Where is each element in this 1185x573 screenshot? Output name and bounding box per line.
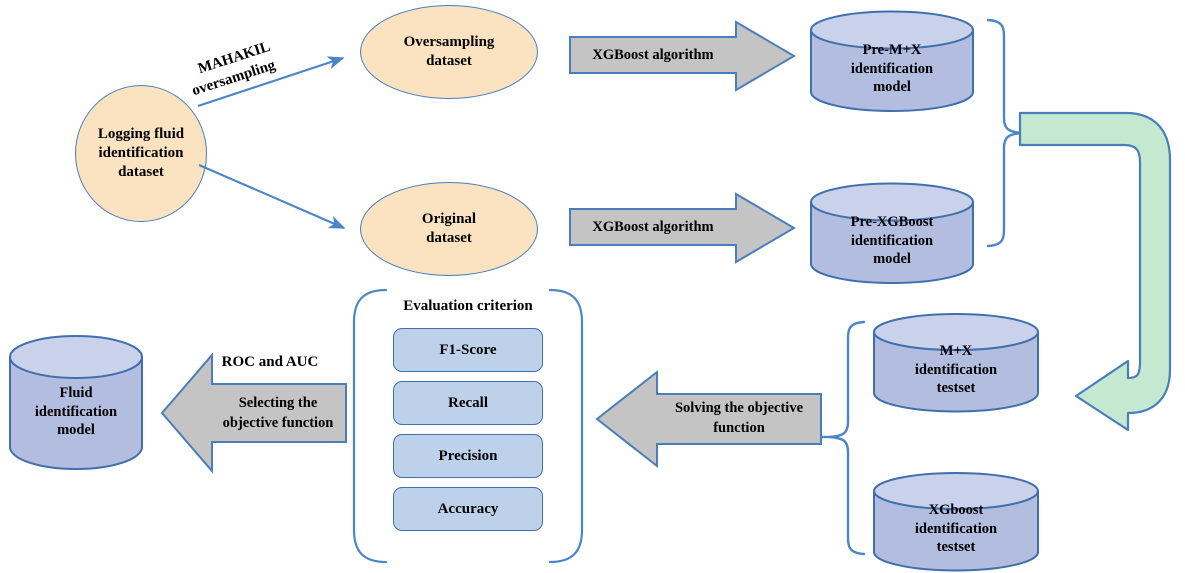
arrow-xgboost-algorithm-bottom[interactable]: XGBoost algorithm xyxy=(568,192,796,264)
arrow-green-model-to-testset[interactable] xyxy=(1018,108,1183,448)
arrow-solving-objective-function[interactable]: Solving the objective function xyxy=(595,369,823,469)
node-mx-testset[interactable]: M+X identification testset xyxy=(872,313,1040,413)
metric-accuracy-label: Accuracy xyxy=(437,500,499,517)
node-logging-fluid-dataset-label: Logging fluid identification dataset xyxy=(97,125,185,181)
evaluation-criterion-panel: Evaluation criterion F1-Score Recall Pre… xyxy=(352,288,584,564)
metric-recall-label: Recall xyxy=(448,394,488,411)
node-logging-fluid-dataset[interactable]: Logging fluid identification dataset xyxy=(75,85,207,222)
metric-precision[interactable]: Precision xyxy=(393,434,543,478)
node-fluid-identification-model[interactable]: Fluid identification model xyxy=(8,335,144,472)
brace-testsets-to-solving-arrow xyxy=(820,320,866,556)
metric-recall[interactable]: Recall xyxy=(393,381,543,425)
node-original-dataset-label: Original dataset xyxy=(421,210,477,246)
metric-f1-score[interactable]: F1-Score xyxy=(393,328,543,372)
arrow-selecting-objective-function[interactable]: Selecting the objective function xyxy=(160,352,348,474)
connector-source-to-original xyxy=(198,164,346,229)
evaluation-criterion-title: Evaluation criterion xyxy=(403,298,533,314)
arrow-xgboost-algorithm-top[interactable]: XGBoost algorithm xyxy=(568,20,796,92)
node-oversampling-dataset[interactable]: Oversampling dataset xyxy=(360,5,538,99)
connector-source-to-oversampling xyxy=(197,56,345,107)
node-original-dataset[interactable]: Original dataset xyxy=(360,182,538,276)
node-pre-xgboost-model[interactable]: Pre-XGBoost identification model xyxy=(809,182,975,284)
node-xgboost-testset[interactable]: XGboost identification testset xyxy=(872,472,1040,572)
node-pre-mx-model[interactable]: Pre-M+X identification model xyxy=(809,10,975,112)
metric-precision-label: Precision xyxy=(438,447,498,464)
metric-f1-score-label: F1-Score xyxy=(439,341,497,358)
metric-accuracy[interactable]: Accuracy xyxy=(393,487,543,531)
node-oversampling-dataset-label: Oversampling dataset xyxy=(403,33,495,69)
